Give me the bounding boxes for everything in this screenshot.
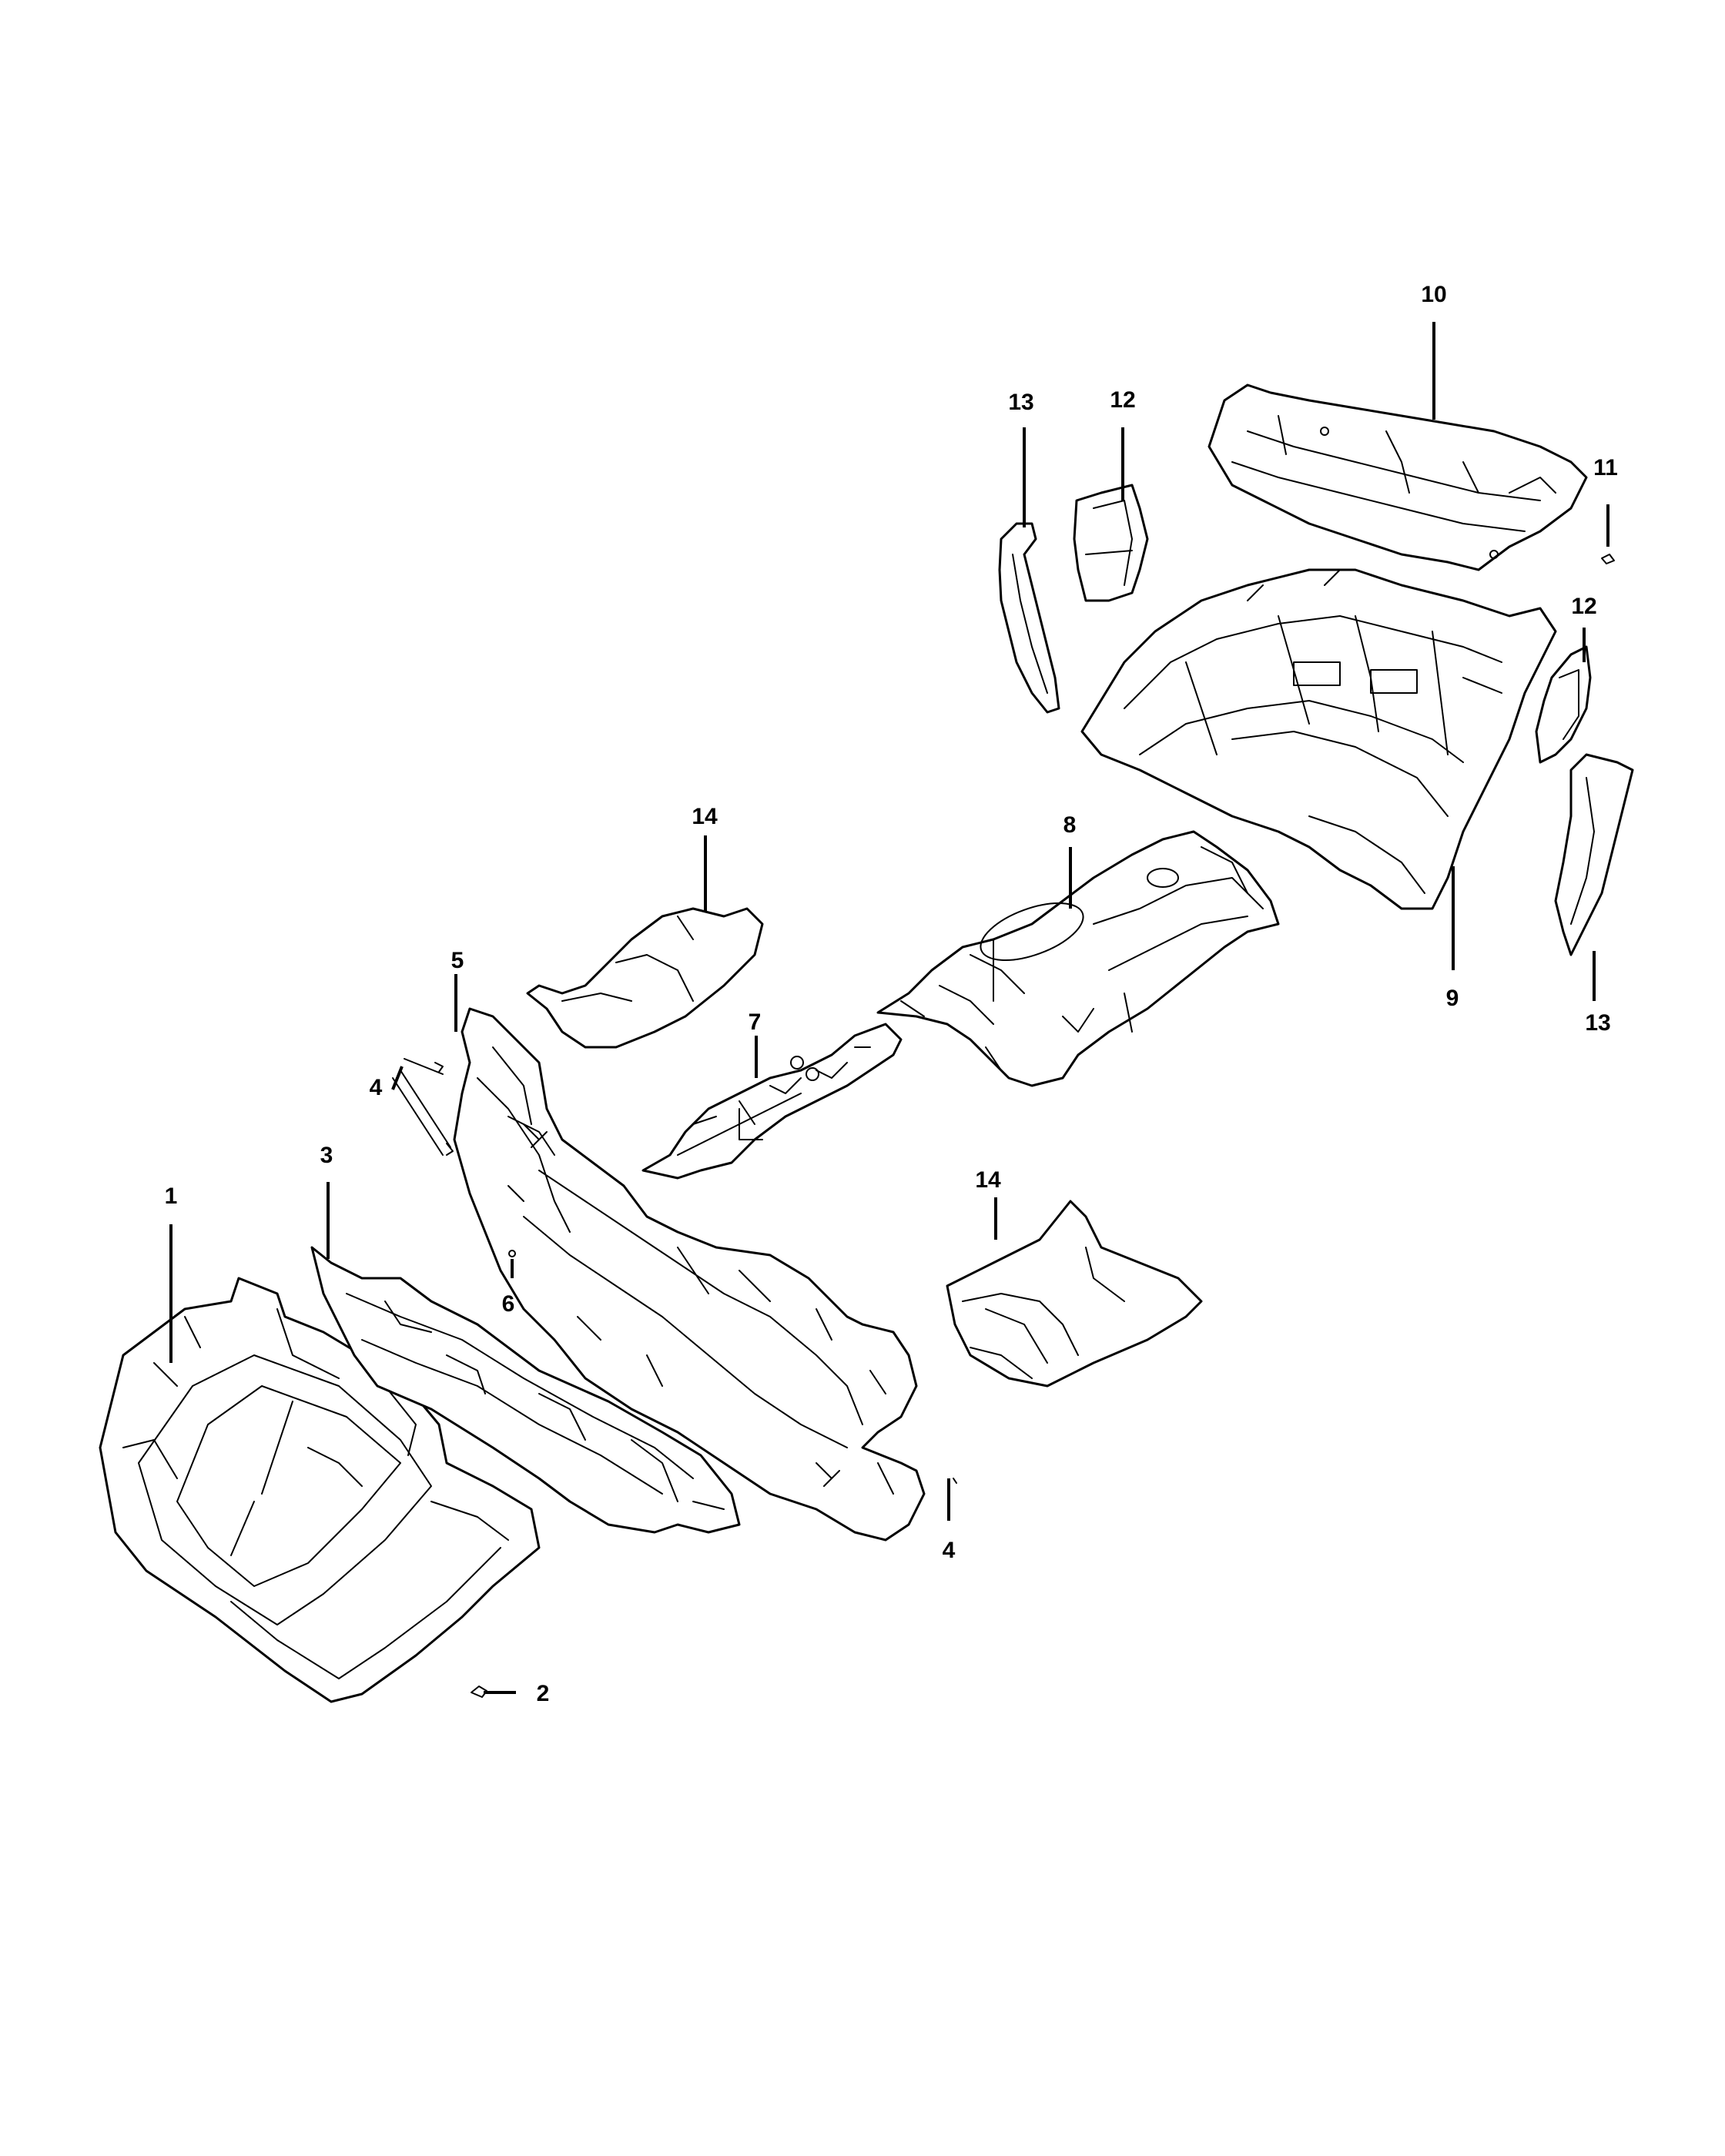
part-11-fastener (1601, 504, 1615, 564)
callout-6: 6 (502, 1291, 515, 1317)
callout-5: 5 (451, 948, 464, 973)
part-10-panel-silencer (1208, 383, 1588, 571)
callout-7: 7 (749, 1009, 762, 1035)
part-6-fastener (508, 1250, 516, 1278)
part-7-tunnel-shield (641, 1023, 903, 1180)
callout-10: 10 (1421, 282, 1446, 307)
part-3-dash-insulator (310, 1246, 741, 1534)
part-2-clip (471, 1686, 516, 1698)
callout-13a: 13 (1008, 390, 1033, 415)
callout-13b: 13 (1585, 1010, 1610, 1036)
callout-1: 1 (165, 1183, 178, 1209)
callout-2: 2 (537, 1681, 550, 1706)
part-1-silencer-pad (99, 1277, 541, 1703)
callout-8: 8 (1063, 812, 1077, 838)
callout-12a: 12 (1110, 387, 1135, 413)
part-9-rear-floor-silencer (1080, 568, 1557, 910)
callout-12b: 12 (1571, 594, 1596, 619)
part-4-fasteners (392, 1058, 454, 1156)
callout-9: 9 (1446, 986, 1459, 1011)
part-8-tunnel-insulator (876, 830, 1280, 1087)
part-4-fastener-lower (953, 1478, 957, 1484)
leader-4a (391, 1066, 404, 1090)
part-14-pad-upper (526, 907, 764, 1049)
leader-lines (169, 322, 1596, 1521)
part-5-dash-silencer (453, 1007, 926, 1542)
part-13-quarter-silencer-lower (1554, 753, 1634, 956)
callouts: 1 2 3 4 4 5 6 7 8 9 10 11 12 12 13 13 14… (165, 282, 1618, 1706)
part-12-wheelhouse-pad-lower (1535, 645, 1592, 764)
callout-11: 11 (1593, 455, 1618, 480)
callout-3: 3 (320, 1143, 333, 1168)
callout-4a: 4 (370, 1075, 383, 1100)
part-14-pad-lower (946, 1200, 1203, 1388)
part-13-quarter-silencer-upper (998, 522, 1060, 714)
callout-14b: 14 (975, 1167, 1001, 1193)
callout-14a: 14 (692, 804, 718, 829)
part-12-wheelhouse-pad-upper (1073, 484, 1149, 602)
callout-4b: 4 (943, 1538, 956, 1563)
